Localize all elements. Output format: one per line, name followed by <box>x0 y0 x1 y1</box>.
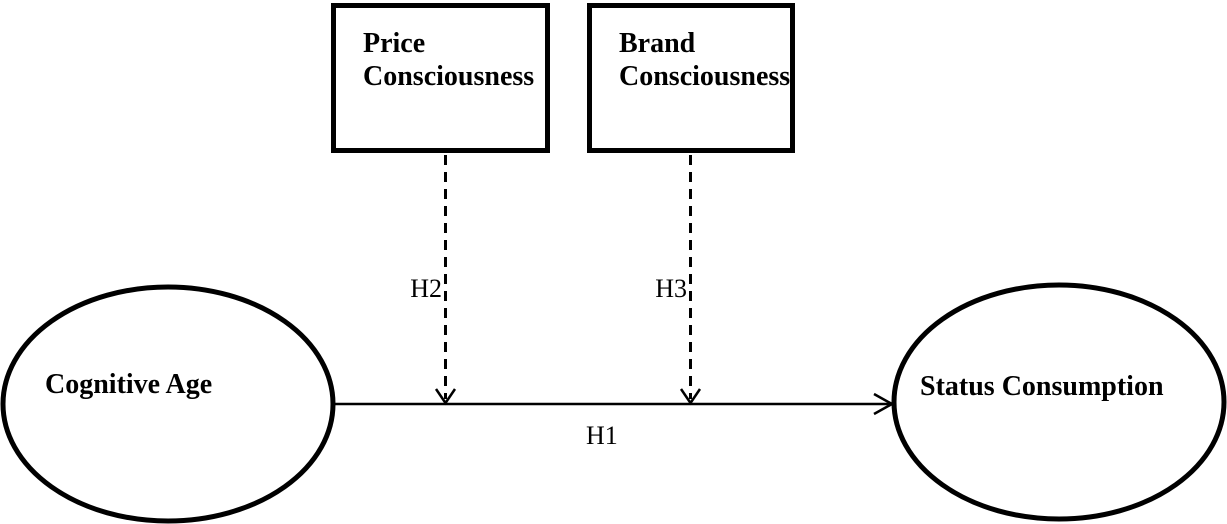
price-consciousness-label-line2: Consciousness <box>363 61 534 92</box>
brand-consciousness-label-line1: Brand <box>619 28 696 59</box>
h1-arrowhead-icon <box>873 392 895 416</box>
status-consumption-label: Status Consumption <box>920 371 1164 402</box>
cognitive-age-label: Cognitive Age <box>45 369 212 400</box>
price-consciousness-box <box>331 3 550 153</box>
brand-consciousness-box <box>587 3 795 153</box>
price-consciousness-label-line1: Price <box>363 28 425 59</box>
brand-consciousness-label-line2: Consciousness <box>619 61 790 92</box>
h3-label: H3 <box>655 274 687 303</box>
status-consumption-ellipse <box>891 282 1227 522</box>
h1-label: H1 <box>586 421 618 450</box>
cognitive-age-ellipse <box>0 284 336 524</box>
h2-arrowhead-icon <box>434 388 457 406</box>
h2-label: H2 <box>410 274 442 303</box>
h3-arrowhead-icon <box>679 388 702 406</box>
